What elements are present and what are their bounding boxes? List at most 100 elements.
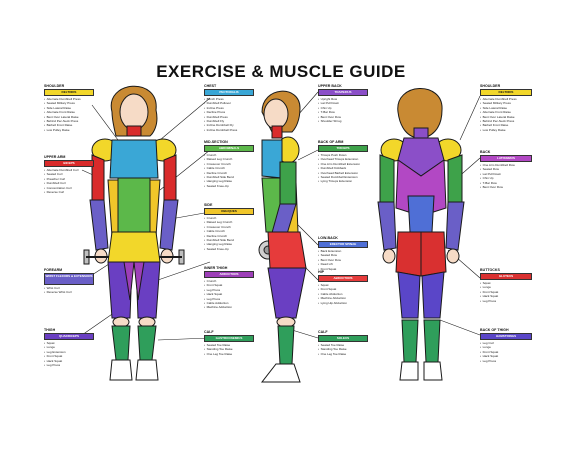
exercise-list: Bench PressDumbbell PulloverIncline Pres… [204, 97, 254, 132]
group-tag: GASTROCNEMIUS [204, 335, 254, 342]
group-midsection: MID-SECTION ABDOMINALS CrunchRaised Leg … [204, 140, 254, 188]
exercise-item: Decline Crunch [204, 171, 254, 175]
exercise-item: Cable Crunch [204, 166, 254, 170]
exercise-item: Hack Squat [44, 359, 94, 363]
exercise-item: Dumbbell Side Bend [204, 238, 254, 242]
group-shoulder-left: SHOULDER DELTOIDS Alternate Dumbbell Pre… [44, 84, 94, 132]
exercise-item: Incline Dumbbell Fly [204, 123, 254, 127]
exercise-list: Alternate Dumbbell PressSeated Military … [44, 97, 94, 132]
exercise-item: Dumbbell Kickback [318, 166, 368, 170]
exercise-item: T-Bar Row [480, 181, 532, 185]
exercise-list: Alternate Dumbbell PressSeated Military … [480, 97, 532, 132]
exercise-item: Hanging Leg Raise [204, 179, 254, 183]
exercise-item: Standing Toe Raise [318, 347, 368, 351]
exercise-item: Bench Press [204, 97, 254, 101]
exercise-list: Seated Toe RaiseStanding Toe RaiseOne Le… [318, 343, 368, 356]
back-figure [377, 88, 465, 381]
group-name: BACK [480, 150, 491, 154]
group-tag: WRIST FLEXORS & EXTENSORS [44, 273, 94, 285]
exercise-item: Leg Press [44, 363, 94, 367]
side-figure [258, 90, 307, 383]
exercise-item: Dumbbell Side Bend [204, 175, 254, 179]
group-tag: HAMSTRINGS [480, 333, 532, 340]
exercise-item: Dumbbell Curl [44, 181, 94, 185]
group-hip: HIP ABDUCTORS SquatFront SquatCable Abdu… [318, 270, 368, 305]
exercise-item: Raised Leg Crunch [204, 157, 254, 161]
exercise-item: Machine Adduction [204, 305, 254, 309]
exercise-item: Seated Knee-Up [204, 184, 254, 188]
exercise-item: Cable Crunch [204, 229, 254, 233]
exercise-item: Machine Abduction [318, 296, 368, 300]
group-tag: BICEPS [44, 160, 94, 167]
exercise-item: Side Lateral Raise [44, 106, 94, 110]
exercise-item: Incline Dumbbell Press [204, 128, 254, 132]
exercise-list: CrunchFront SquatLeg PressHack SquatLeg … [204, 279, 254, 310]
exercise-item: Chin Up [480, 176, 532, 180]
exercise-item: Crunch [204, 279, 254, 283]
exercise-item: Squat [480, 281, 532, 285]
exercise-item: Low Pulley Raise [44, 128, 94, 132]
exercise-list: CrunchRaised Leg CrunchCrossover CrunchC… [204, 216, 254, 251]
exercise-item: Seated Knee-Up [204, 247, 254, 251]
exercise-item: Chin Up [318, 106, 368, 110]
exercise-list: Triceps Push DownOverhead Triceps Extens… [318, 153, 368, 184]
group-thigh: THIGH QUADRICEPS SquatLungeLeg Extension… [44, 328, 94, 367]
exercise-item: Concentration Curl [44, 186, 94, 190]
exercise-item: Dumbbell Pullover [204, 101, 254, 105]
group-tag: ABDUCTORS [318, 275, 368, 282]
group-calf-middle: CALF GASTROCNEMIUS Seated Toe RaiseStand… [204, 330, 254, 356]
group-upper-back: UPPER BACK TRAPEZIUS Upright RowLat Pull… [318, 84, 368, 123]
group-name: INNER THIGH [204, 266, 228, 270]
exercise-item: Alternate Front Raise [44, 110, 94, 114]
exercise-item: Reverse Curl [44, 190, 94, 194]
exercise-item: Behind Pec-Neck Press [480, 119, 532, 123]
exercise-item: Overhead Triceps Extension [318, 157, 368, 161]
exercise-item: Incline Press [204, 106, 254, 110]
exercise-item: Alternate Front Raise [480, 110, 532, 114]
exercise-item: One Arm Dumbbell Row [480, 163, 532, 167]
exercise-item: Lunge [480, 285, 532, 289]
exercise-item: Seated Row [480, 167, 532, 171]
group-back-of-thigh: BACK OF THIGH HAMSTRINGS Leg CurlLungeFr… [480, 328, 532, 363]
exercise-item: T-Bar Row [318, 110, 368, 114]
exercise-item: Lying Triceps Extension [318, 179, 368, 183]
exercise-item: Side Lateral Raise [480, 106, 532, 110]
exercise-list: Alternate Dumbbell CurlSeated CurlPreach… [44, 168, 94, 194]
exercise-item: Lunge [480, 345, 532, 349]
exercise-item: Seated Curl [44, 172, 94, 176]
exercise-item: Back Extension [318, 249, 368, 253]
exercise-item: Front Squat [44, 354, 94, 358]
exercise-item: Seated Toe Raise [204, 343, 254, 347]
exercise-item: Lat Pull Down [480, 172, 532, 176]
exercise-item: Alternate Dumbbell Curl [44, 168, 94, 172]
exercise-item: Seated Toe Raise [318, 343, 368, 347]
exercise-item: Preacher Curl [44, 177, 94, 181]
exercise-item: Bent Over Lateral Raise [44, 115, 94, 119]
exercise-item: Overhead Barbell Extension [318, 171, 368, 175]
exercise-item: One Leg Toe Raise [204, 352, 254, 356]
exercise-list: CrunchRaised Leg CrunchCrossover CrunchC… [204, 153, 254, 188]
exercise-item: Upright Row [318, 97, 368, 101]
exercise-item: One Arm Dumbbell Extension [318, 162, 368, 166]
exercise-item: Bent Over Lateral Raise [480, 115, 532, 119]
exercise-item: One Leg Toe Raise [318, 352, 368, 356]
group-back: BACK LATISSIMUS One Arm Dumbbell RowSeat… [480, 150, 532, 189]
group-tag: DELTOIDS [44, 89, 94, 96]
poster-title: EXERCISE & MUSCLE GUIDE [156, 62, 406, 81]
exercise-item: Leg Press [204, 288, 254, 292]
exercise-item: Seated Military Press [44, 101, 94, 105]
back-hair [397, 88, 443, 139]
group-tag: GLUTEUS [480, 273, 532, 280]
exercise-item: Dumbbell Fly [204, 119, 254, 123]
exercise-item: Front Squat [480, 350, 532, 354]
front-figure [83, 85, 185, 381]
group-name: SIDE [204, 203, 213, 207]
group-name: LOW-BACK [318, 236, 338, 240]
group-buttocks: BUTTOCKS GLUTEUS SquatLungeFront SquatHa… [480, 268, 532, 303]
exercise-item: Decline Press [204, 110, 254, 114]
group-tag: TRICEPS [318, 145, 368, 152]
group-tag: TRAPEZIUS [318, 89, 368, 96]
group-name: SHOULDER [44, 84, 65, 88]
